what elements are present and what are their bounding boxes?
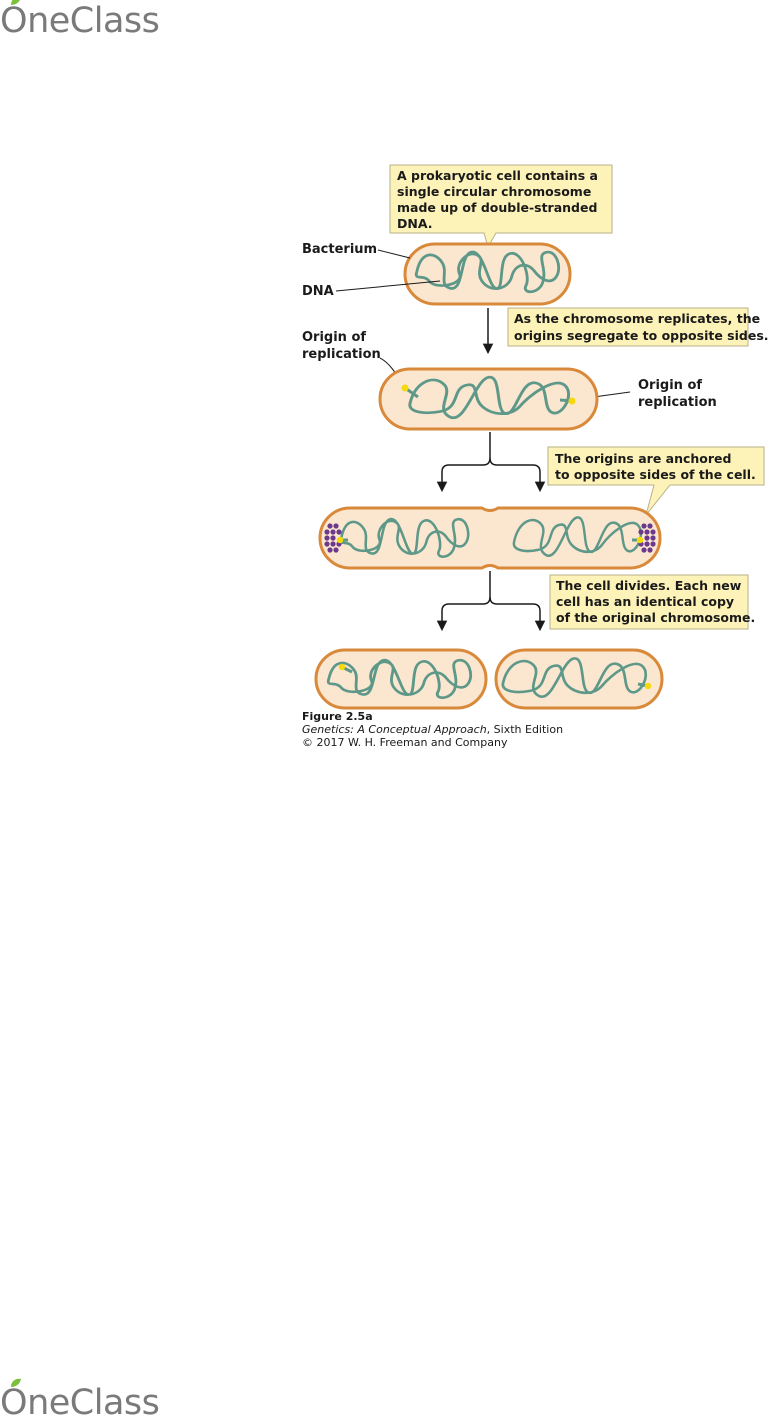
callout-anchored-line: to opposite sides of the cell. [555, 467, 756, 482]
origin-marker [338, 663, 346, 671]
callout-intro-line: made up of double-stranded [397, 200, 597, 215]
callout-segregate-line: origins segregate to opposite sides. [514, 328, 769, 343]
daughter-cell-right [494, 648, 664, 710]
leaf-icon [11, 1378, 21, 1387]
origin-label-left: replication [302, 347, 381, 362]
svg-text:As the chromosome replicates,: As the chromosome replicates, the origins… [514, 311, 769, 343]
origin-label-left: Origin of [302, 330, 366, 345]
split-arrow-2 [436, 571, 546, 632]
origin-marker [401, 384, 409, 392]
bacterium-label: Bacterium [302, 242, 377, 257]
origin-label-right: Origin of [638, 378, 702, 393]
book-edition: , Sixth Edition [487, 723, 563, 736]
bacterium-cell-2 [378, 367, 599, 431]
callout-divides-line: The cell divides. Each new [556, 578, 742, 593]
logo-text-rest: neClass [27, 1383, 160, 1423]
callout-intro-line: single circular chromosome [397, 184, 591, 199]
origin-marker [336, 536, 344, 544]
oneclass-logo-top: O neClass [0, 0, 160, 41]
callout-segregate-line: As the chromosome replicates, the [514, 311, 760, 326]
callout-segregate: As the chromosome replicates, the origins… [507, 307, 769, 347]
dna-label: DNA [302, 284, 334, 299]
callout-divides-line: cell has an identical copy [556, 594, 734, 609]
logo-text-first: O [0, 1, 28, 41]
origin-label-right: replication [638, 395, 717, 410]
logo-o: O [0, 0, 28, 41]
origin-marker [636, 536, 644, 544]
logo-o: O [0, 1378, 28, 1423]
dividing-cell [318, 506, 662, 570]
split-arrow-1 [436, 432, 546, 493]
daughter-cell-left [314, 648, 488, 710]
bacterium-cell-1 [403, 242, 572, 306]
anchor-proteins-left [324, 523, 342, 553]
copyright-line: © 2017 W. H. Freeman and Company [302, 736, 508, 749]
oneclass-logo-bottom: O neClass [0, 1378, 160, 1423]
logo-text-rest: neClass [27, 1, 160, 41]
origin-marker [644, 682, 652, 690]
origin-marker [568, 397, 576, 405]
figure-label: Figure 2.5a [302, 710, 373, 723]
book-title: Genetics: A Conceptual Approach [302, 723, 487, 736]
logo-text-first: O [0, 1383, 28, 1423]
callout-intro-line: DNA. [397, 216, 433, 231]
book-citation: Genetics: A Conceptual Approach, Sixth E… [302, 723, 563, 736]
callout-intro-line: A prokaryotic cell contains a [397, 168, 598, 183]
leaf-icon [11, 0, 20, 5]
callout-divides-line: of the original chromosome. [556, 610, 755, 625]
callout-anchored-line: The origins are anchored [555, 451, 731, 466]
